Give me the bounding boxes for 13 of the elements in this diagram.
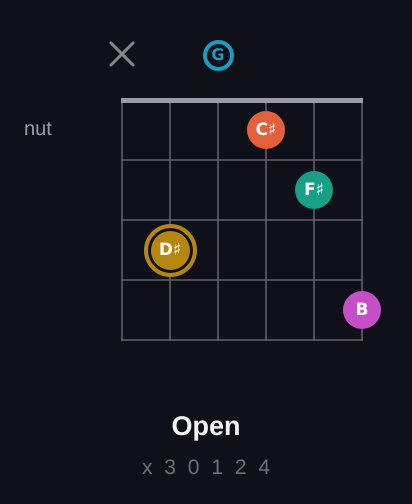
note-name: B [356,302,368,318]
nut-label: nut [24,118,52,141]
note-dot [295,171,333,209]
note-dot [247,111,285,149]
fingering-text: x 3 0 1 2 4 [140,456,274,480]
open-string-marker [202,40,234,70]
note-name: C♯ [256,122,276,138]
note-name: D♯ [158,242,182,258]
note-name: F♯ [304,182,324,198]
note-dot [343,291,381,329]
chord-title: Open [170,411,242,442]
root-note-dot [144,224,196,276]
note-name: G [211,47,225,63]
